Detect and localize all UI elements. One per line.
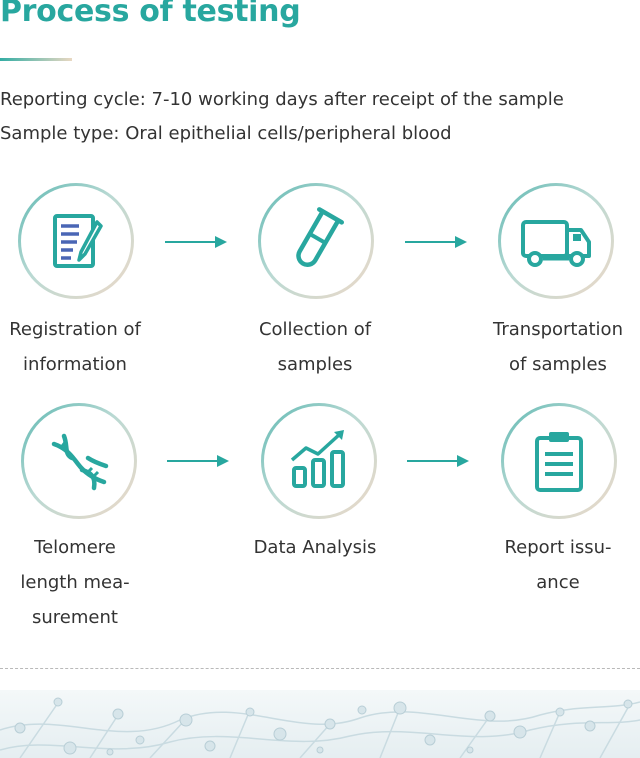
step-report-label: Report issu- ance <box>478 530 638 600</box>
step-label-line: Transportation <box>493 319 623 340</box>
clipboard-report-icon <box>535 432 583 492</box>
molecule-pattern-icon <box>0 697 640 758</box>
test-tube-icon <box>296 207 345 267</box>
step-label-line: Collection of <box>258 319 372 340</box>
step-report-circle <box>501 403 617 519</box>
step-analysis-label: Data Analysis <box>235 530 395 565</box>
sample-type-text: Sample type: Oral epithelial cells/perip… <box>0 123 452 144</box>
step-label-line: Report issu- <box>504 537 612 558</box>
step-telomere-label: Telomere length mea- surement <box>0 530 155 635</box>
step-registration-label: Registration of information <box>0 312 155 382</box>
step-label-line: Registration of <box>9 319 141 340</box>
arrow-right-icon <box>407 455 469 467</box>
step-registration-circle <box>18 183 134 299</box>
title-underline <box>0 58 72 61</box>
step-collection-label: Collection of samples <box>235 312 395 382</box>
step-label-line: of samples <box>509 354 607 375</box>
step-label-line: ance <box>536 572 580 593</box>
step-label-line: Data Analysis <box>253 537 377 558</box>
molecule-banner-image <box>0 690 640 758</box>
registration-form-icon <box>53 214 103 268</box>
step-transport-circle <box>498 183 614 299</box>
step-label-line: length mea- <box>20 572 130 593</box>
step-analysis-circle <box>261 403 377 519</box>
step-label-line: information <box>23 354 127 375</box>
step-collection-circle <box>258 183 374 299</box>
arrow-right-icon <box>405 236 467 248</box>
bar-chart-trend-icon <box>290 430 345 488</box>
page-title: Process of testing <box>0 0 301 29</box>
dashed-divider <box>0 668 640 669</box>
step-label-line: samples <box>277 354 353 375</box>
step-label-line: Telomere <box>34 537 116 558</box>
arrow-right-icon <box>165 236 227 248</box>
arrow-right-icon <box>167 455 229 467</box>
reporting-cycle-text: Reporting cycle: 7-10 working days after… <box>0 89 564 110</box>
dna-helix-icon <box>51 433 109 491</box>
step-transport-label: Transportation of samples <box>478 312 638 382</box>
step-telomere-circle <box>21 403 137 519</box>
step-label-line: surement <box>32 607 118 628</box>
delivery-truck-icon <box>521 220 591 267</box>
